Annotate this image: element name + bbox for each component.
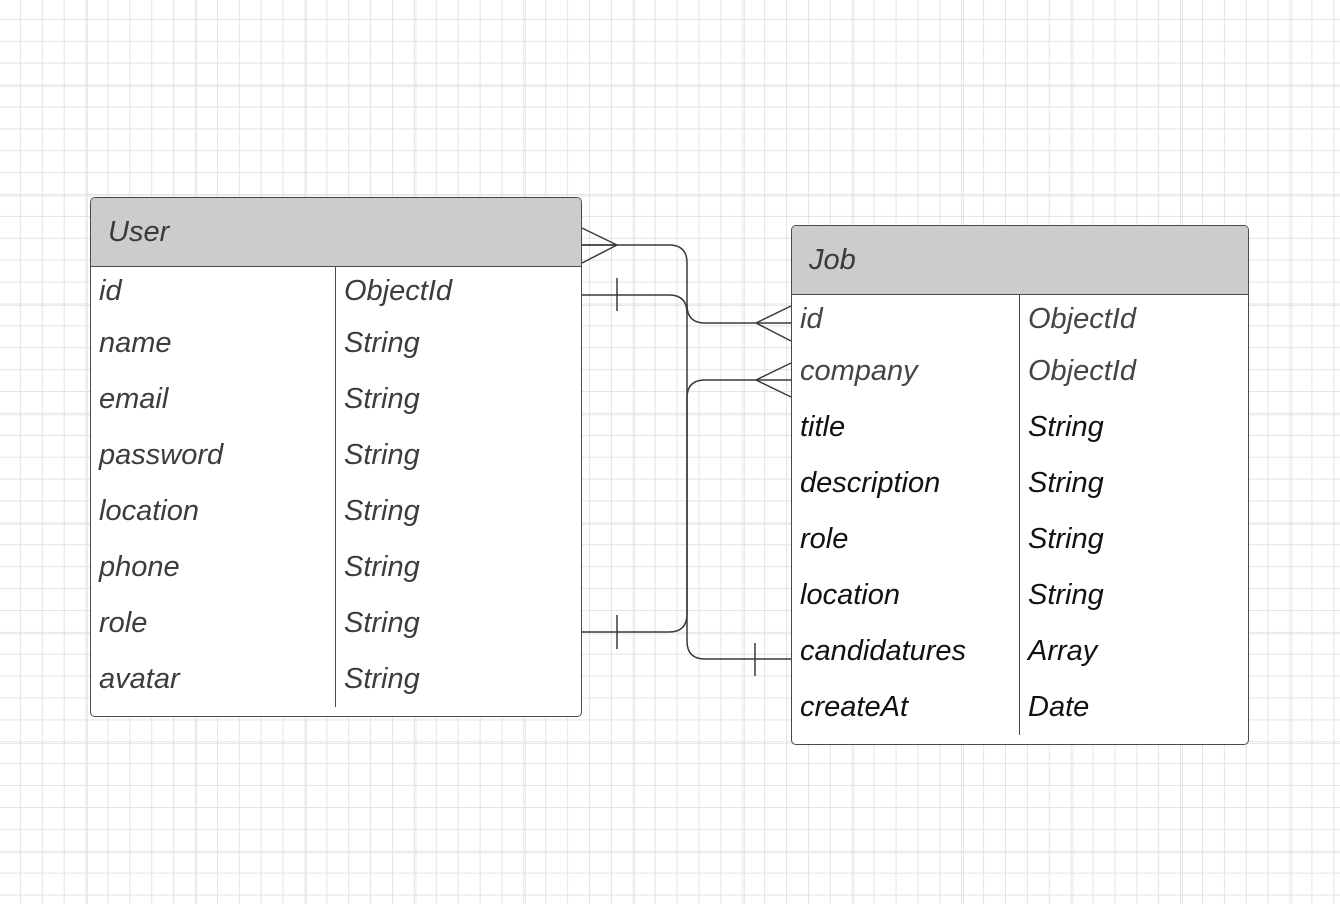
field-type: String bbox=[344, 494, 420, 527]
field-row-createat[interactable]: createAt Date bbox=[792, 679, 1248, 735]
field-row-phone[interactable]: phone String bbox=[91, 539, 581, 595]
field-name: name bbox=[99, 326, 172, 359]
field-type: String bbox=[344, 326, 420, 359]
field-row-location[interactable]: location String bbox=[91, 483, 581, 539]
field-row-role[interactable]: role String bbox=[91, 595, 581, 651]
entity-job[interactable]: Job id ObjectId company ObjectId title S… bbox=[791, 225, 1249, 745]
field-type: String bbox=[1028, 466, 1104, 499]
field-name: company bbox=[800, 354, 918, 387]
field-type: Date bbox=[1028, 690, 1090, 723]
field-type: ObjectId bbox=[1028, 354, 1136, 387]
entity-job-fields: id ObjectId company ObjectId title Strin… bbox=[792, 295, 1248, 735]
field-name: location bbox=[800, 578, 900, 611]
field-row-avatar[interactable]: avatar String bbox=[91, 651, 581, 707]
field-row-role[interactable]: role String bbox=[792, 511, 1248, 567]
entity-user[interactable]: User id ObjectId name String email Strin… bbox=[90, 197, 582, 717]
field-name: title bbox=[800, 410, 846, 443]
field-row-password[interactable]: password String bbox=[91, 427, 581, 483]
field-row-candidatures[interactable]: candidatures Array bbox=[792, 623, 1248, 679]
column-divider bbox=[335, 267, 336, 707]
field-name: email bbox=[99, 382, 169, 415]
crowfoot-many-icon bbox=[755, 362, 792, 398]
field-name: password bbox=[99, 438, 224, 471]
relationship-line-user-role-job-company[interactable] bbox=[582, 379, 791, 633]
field-type: String bbox=[1028, 410, 1104, 443]
field-row-name[interactable]: name String bbox=[91, 315, 581, 371]
entity-user-title: User bbox=[108, 215, 170, 248]
entity-user-header[interactable]: User bbox=[91, 198, 581, 267]
field-type: String bbox=[344, 606, 420, 639]
field-row-company[interactable]: company ObjectId bbox=[792, 343, 1248, 399]
field-type: String bbox=[344, 382, 420, 415]
field-type: String bbox=[344, 662, 420, 695]
field-name: avatar bbox=[99, 662, 180, 695]
field-row-email[interactable]: email String bbox=[91, 371, 581, 427]
field-name: location bbox=[99, 494, 199, 527]
field-type: String bbox=[1028, 578, 1104, 611]
field-type: String bbox=[344, 550, 420, 583]
field-row-id[interactable]: id ObjectId bbox=[792, 295, 1248, 343]
field-name: id bbox=[800, 302, 823, 335]
field-row-location[interactable]: location String bbox=[792, 567, 1248, 623]
field-type: ObjectId bbox=[1028, 302, 1136, 335]
entity-user-fields: id ObjectId name String email String pas… bbox=[91, 267, 581, 707]
entity-job-title: Job bbox=[809, 243, 856, 276]
field-row-title[interactable]: title String bbox=[792, 399, 1248, 455]
field-type: Array bbox=[1028, 634, 1098, 667]
relationship-line-user-id-job-id[interactable] bbox=[582, 294, 791, 324]
field-row-id[interactable]: id ObjectId bbox=[91, 267, 581, 315]
field-type: String bbox=[344, 438, 420, 471]
field-name: createAt bbox=[800, 690, 908, 723]
field-name: description bbox=[800, 466, 941, 499]
field-row-description[interactable]: description String bbox=[792, 455, 1248, 511]
column-divider bbox=[1019, 295, 1020, 735]
field-type: ObjectId bbox=[344, 274, 452, 307]
field-type: String bbox=[1028, 522, 1104, 555]
field-name: role bbox=[99, 606, 148, 639]
field-name: role bbox=[800, 522, 849, 555]
crowfoot-many-icon bbox=[581, 227, 618, 264]
crowfoot-many-icon bbox=[755, 305, 792, 342]
field-name: id bbox=[99, 274, 122, 307]
field-name: candidatures bbox=[800, 634, 967, 667]
field-name: phone bbox=[99, 550, 180, 583]
entity-job-header[interactable]: Job bbox=[792, 226, 1248, 295]
